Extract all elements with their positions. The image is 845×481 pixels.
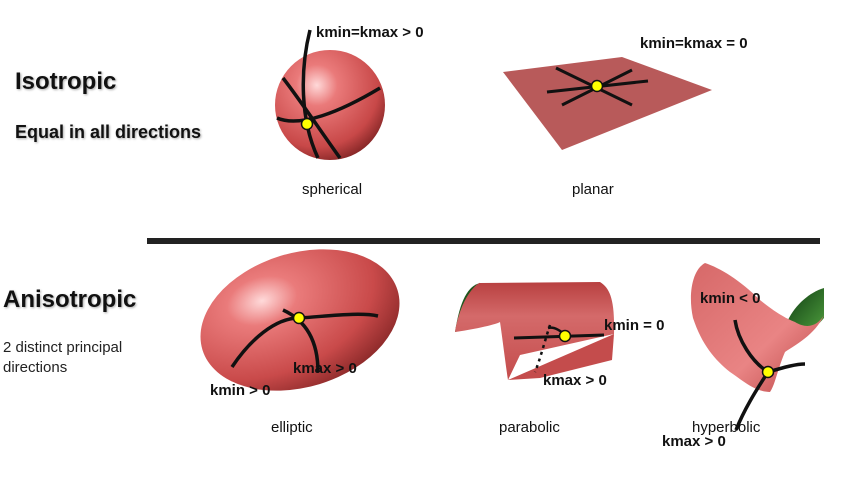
plane-surface bbox=[503, 57, 712, 150]
hyperbolic-kmax-label: kmax > 0 bbox=[662, 433, 726, 450]
planar-caption: planar bbox=[572, 181, 614, 198]
elliptic-kmax-label: kmax > 0 bbox=[293, 360, 357, 377]
section-divider bbox=[147, 238, 820, 244]
ellipsoid-surface bbox=[200, 249, 400, 391]
anisotropic-title: Anisotropic bbox=[3, 286, 137, 313]
isotropic-subtitle: Equal in all directions bbox=[15, 122, 202, 142]
elliptic-caption: elliptic bbox=[271, 419, 313, 436]
spherical-caption: spherical bbox=[302, 181, 363, 198]
parabolic-kmin-label: kmin = 0 bbox=[604, 317, 665, 334]
spherical-curvature-label: kmin=kmax > 0 bbox=[316, 24, 424, 41]
isotropic-title: Isotropic bbox=[15, 68, 117, 95]
saddle-surface bbox=[690, 263, 824, 431]
sphere-surface bbox=[275, 29, 385, 160]
anisotropic-subtitle: 2 distinct principal directions bbox=[3, 339, 123, 376]
elliptic-kmin-label: kmin > 0 bbox=[210, 382, 271, 399]
hyperbolic-kmin-label: kmin < 0 bbox=[700, 290, 761, 307]
cylinder-surface bbox=[455, 282, 615, 380]
parabolic-caption: parabolic bbox=[499, 419, 560, 436]
hyperbolic-caption: hyperbolic bbox=[692, 419, 761, 436]
planar-curvature-label: kmin=kmax = 0 bbox=[640, 35, 748, 52]
parabolic-kmax-label: kmax > 0 bbox=[543, 372, 607, 389]
